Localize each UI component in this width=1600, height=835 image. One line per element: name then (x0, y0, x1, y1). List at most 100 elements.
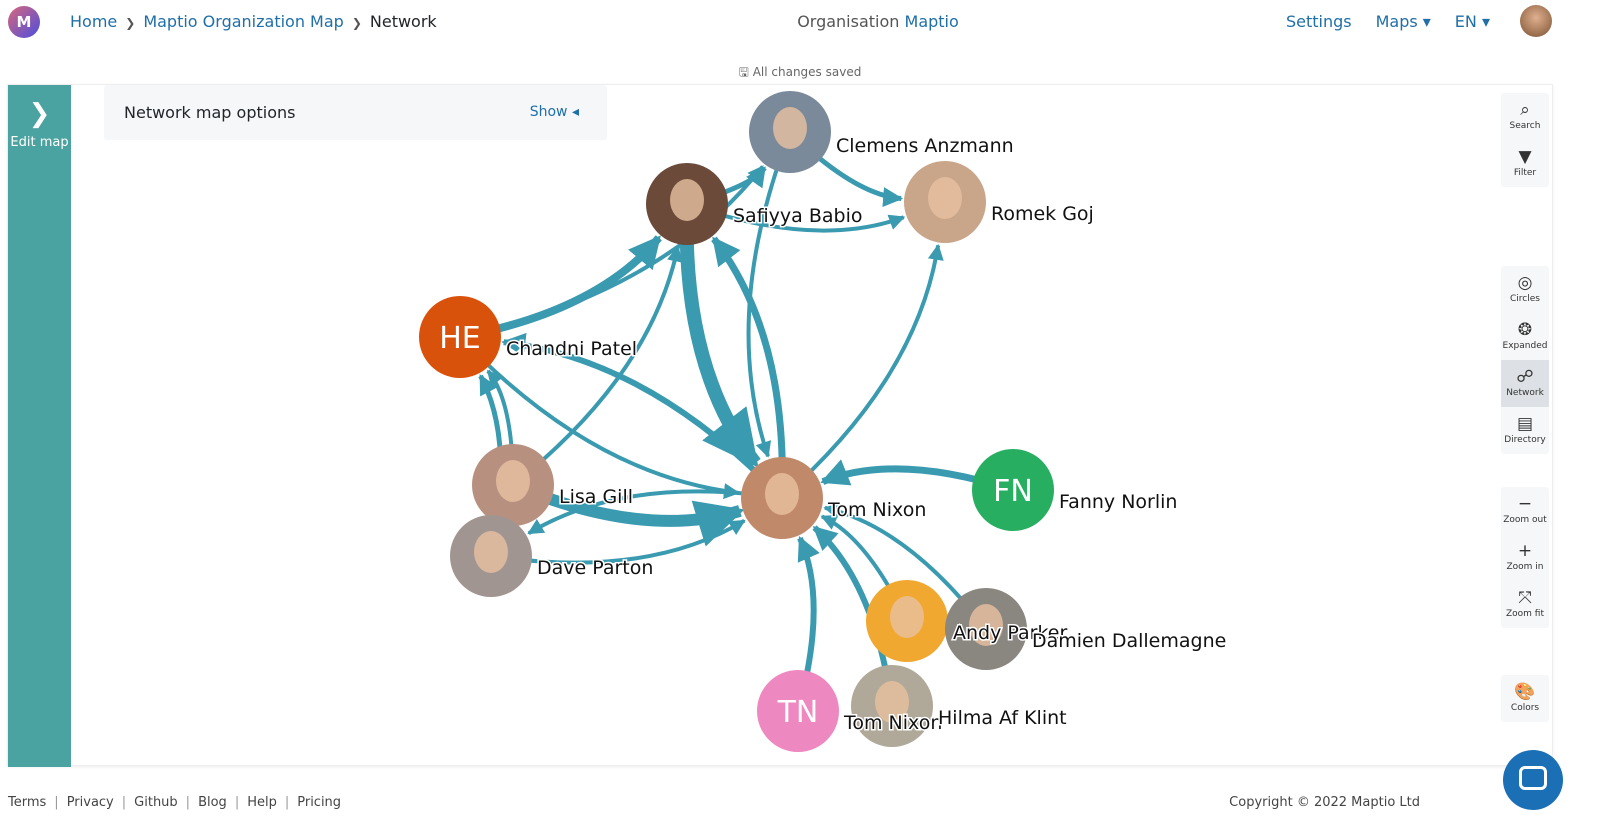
edge-lisa-safiyya[interactable] (511, 245, 683, 487)
node-initials: HE (439, 321, 481, 356)
node-label[interactable]: Hilma Af Klint (937, 706, 1069, 731)
node-label[interactable]: Andy Parker (952, 621, 1069, 646)
footer-link-terms[interactable]: Terms (8, 795, 47, 810)
divider: | (284, 795, 290, 810)
chevron-right-icon: ❯ (351, 16, 362, 30)
divider: | (234, 795, 240, 810)
edit-map-button[interactable]: ❯ Edit map (8, 85, 71, 767)
face-photo (496, 460, 530, 502)
breadcrumb-map[interactable]: Maptio Organization Map (143, 12, 344, 31)
title-prefix: Organisation (797, 12, 900, 31)
options-title: Network map options (124, 103, 296, 122)
footer-link-github[interactable]: Github (134, 795, 178, 810)
filter-button[interactable]: ▼Filter (1501, 140, 1549, 187)
initials-avatar[interactable] (972, 449, 1054, 531)
node-romek[interactable] (904, 161, 986, 243)
expanded-icon: ❂ (1517, 320, 1533, 340)
toolbar-group: ◎Circles❂Expanded☍Network▤Directory (1501, 266, 1549, 454)
language-dropdown[interactable]: EN ▾ (1454, 12, 1490, 31)
edit-map-label: Edit map (10, 135, 69, 150)
network-button[interactable]: ☍Network (1501, 360, 1549, 407)
breadcrumb-home[interactable]: Home (70, 12, 118, 31)
initials-avatar[interactable] (757, 670, 839, 752)
node-safiyya[interactable] (646, 163, 728, 245)
node-label[interactable]: Romek Goj (990, 202, 1096, 227)
node-label[interactable]: Chandni Patel (505, 337, 639, 362)
chevron-right-icon: ❯ (125, 16, 136, 30)
zoom-in-button[interactable]: +Zoom in (1501, 534, 1549, 581)
node-andy[interactable] (866, 580, 948, 662)
node-label[interactable]: Lisa Gill (558, 485, 635, 510)
user-avatar[interactable] (1520, 5, 1552, 37)
node-label[interactable]: Damien Dallemagne (1031, 629, 1228, 654)
circles-label: Circles (1510, 294, 1540, 304)
footer-link-privacy[interactable]: Privacy (66, 795, 114, 810)
face-photo (474, 531, 508, 573)
footer-link-blog[interactable]: Blog (198, 795, 227, 810)
node-initials: FN (993, 474, 1033, 509)
circles-button[interactable]: ◎Circles (1501, 266, 1549, 313)
zoom-out-button[interactable]: −Zoom out (1501, 487, 1549, 534)
directory-button[interactable]: ▤Directory (1501, 407, 1549, 454)
expanded-label: Expanded (1502, 341, 1548, 351)
edge-tom-chandni[interactable] (501, 332, 785, 501)
edge-chandni-tom[interactable] (458, 335, 740, 500)
zoom-fit-label: Zoom fit (1505, 609, 1544, 619)
zoom-fit-button[interactable]: ⤧Zoom fit (1501, 581, 1549, 628)
node-clemens[interactable] (749, 91, 831, 173)
node-dave[interactable] (450, 515, 532, 597)
settings-link[interactable]: Settings (1285, 12, 1352, 31)
search-button[interactable]: ⌕Search (1501, 93, 1549, 140)
filter-label: Filter (1513, 168, 1537, 178)
node-label[interactable]: Dave Parton (536, 556, 655, 581)
zoom-in-icon: + (1517, 541, 1533, 561)
node-tom[interactable] (741, 457, 823, 539)
copyright: Copyright © 2022 Maptio Ltd (1229, 795, 1420, 810)
colors-button[interactable]: 🎨Colors (1501, 675, 1549, 722)
toolbar-group: 🎨Colors (1501, 675, 1549, 722)
maptio-logo[interactable]: M (8, 6, 40, 38)
footer-link-pricing[interactable]: Pricing (297, 795, 342, 810)
breadcrumb-current: Network (369, 12, 437, 31)
chat-icon (1519, 766, 1547, 790)
node-label[interactable]: Safiyya Babio (732, 204, 864, 229)
zoom-out-label: Zoom out (1503, 515, 1547, 525)
node-fanny[interactable]: FN (972, 449, 1054, 531)
zoom-out-icon: − (1517, 494, 1533, 514)
chat-button[interactable] (1503, 750, 1563, 810)
directory-label: Directory (1504, 435, 1546, 445)
search-label: Search (1509, 121, 1541, 131)
maps-dropdown[interactable]: Maps ▾ (1375, 12, 1431, 31)
face-photo (969, 604, 1003, 646)
edge-tom-romek[interactable] (780, 243, 944, 500)
face-photo (773, 107, 807, 149)
node-initials: TN (777, 695, 819, 730)
expanded-button[interactable]: ❂Expanded (1501, 313, 1549, 360)
toolbar-group: ⌕Search▼Filter (1501, 93, 1549, 187)
network-icon: ☍ (1516, 367, 1534, 387)
divider: | (54, 795, 59, 810)
node-label[interactable]: Tom Nixon (842, 711, 944, 736)
edge-clemens-tom[interactable] (746, 131, 792, 458)
footer-links: Terms|Privacy|Github|Blog|Help|Pricing (8, 795, 349, 810)
node-damien[interactable] (945, 588, 1027, 670)
colors-label: Colors (1510, 703, 1540, 713)
node-label[interactable]: Fanny Norlin (1058, 490, 1179, 515)
network-label: Network (1506, 388, 1544, 398)
node-chandni[interactable]: HE (419, 296, 501, 378)
node-tn[interactable]: TN (757, 670, 839, 752)
save-icon: 🖫 (738, 65, 749, 79)
divider: | (121, 795, 127, 810)
node-hilma[interactable] (851, 665, 933, 747)
node-label[interactable]: Tom Nixon (826, 498, 928, 523)
options-show-toggle[interactable]: Show ◂ (529, 104, 579, 120)
zoom-in-label: Zoom in (1506, 562, 1544, 572)
node-lisa[interactable] (472, 444, 554, 526)
circles-icon: ◎ (1517, 273, 1533, 293)
node-label[interactable]: Clemens Anzmann (835, 134, 1016, 159)
initials-avatar[interactable] (419, 296, 501, 378)
footer-link-help[interactable]: Help (247, 795, 277, 810)
